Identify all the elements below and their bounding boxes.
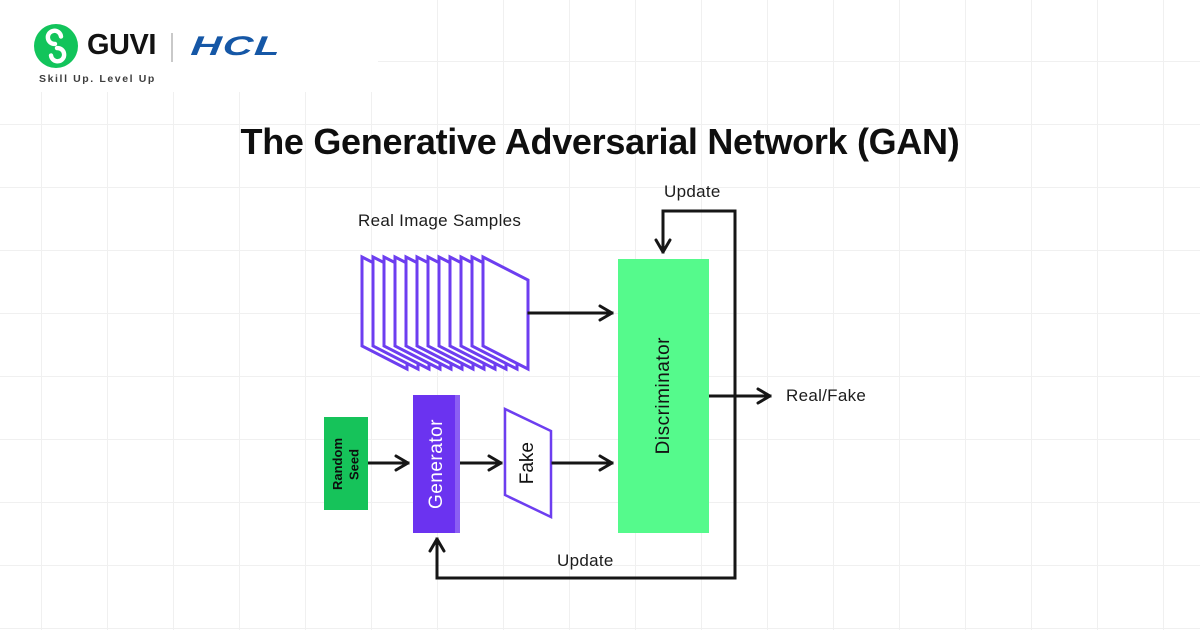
image-card [481, 254, 530, 372]
guvi-logo-icon [34, 24, 78, 68]
generator-label: Generator [425, 418, 447, 510]
real-fake-label: Real/Fake [786, 386, 867, 405]
random-seed-label: Random Seed [329, 437, 361, 490]
fake-label: Fake [517, 441, 538, 485]
guvi-wordmark: GUVI [87, 29, 156, 61]
real-image-stack [360, 254, 530, 372]
real-image-samples-label: Real Image Samples [358, 211, 522, 230]
update-top-label: Update [664, 182, 721, 201]
random-seed-box: Random Seed [324, 417, 368, 510]
fake-sample-shape [503, 407, 553, 519]
update-loop-generator [428, 537, 737, 580]
brand-tagline: Skill Up. Level Up [39, 73, 156, 85]
fake-sample-box: Fake [508, 413, 548, 513]
discriminator-label: Discriminator [652, 337, 674, 455]
discriminator-box: Discriminator [618, 259, 709, 533]
page-title: The Generative Adversarial Network (GAN) [240, 121, 960, 162]
update-loop-discriminator [654, 209, 737, 254]
logo-divider [171, 33, 173, 62]
update-bottom-label: Update [557, 551, 614, 570]
generator-box: Generator [413, 395, 460, 533]
